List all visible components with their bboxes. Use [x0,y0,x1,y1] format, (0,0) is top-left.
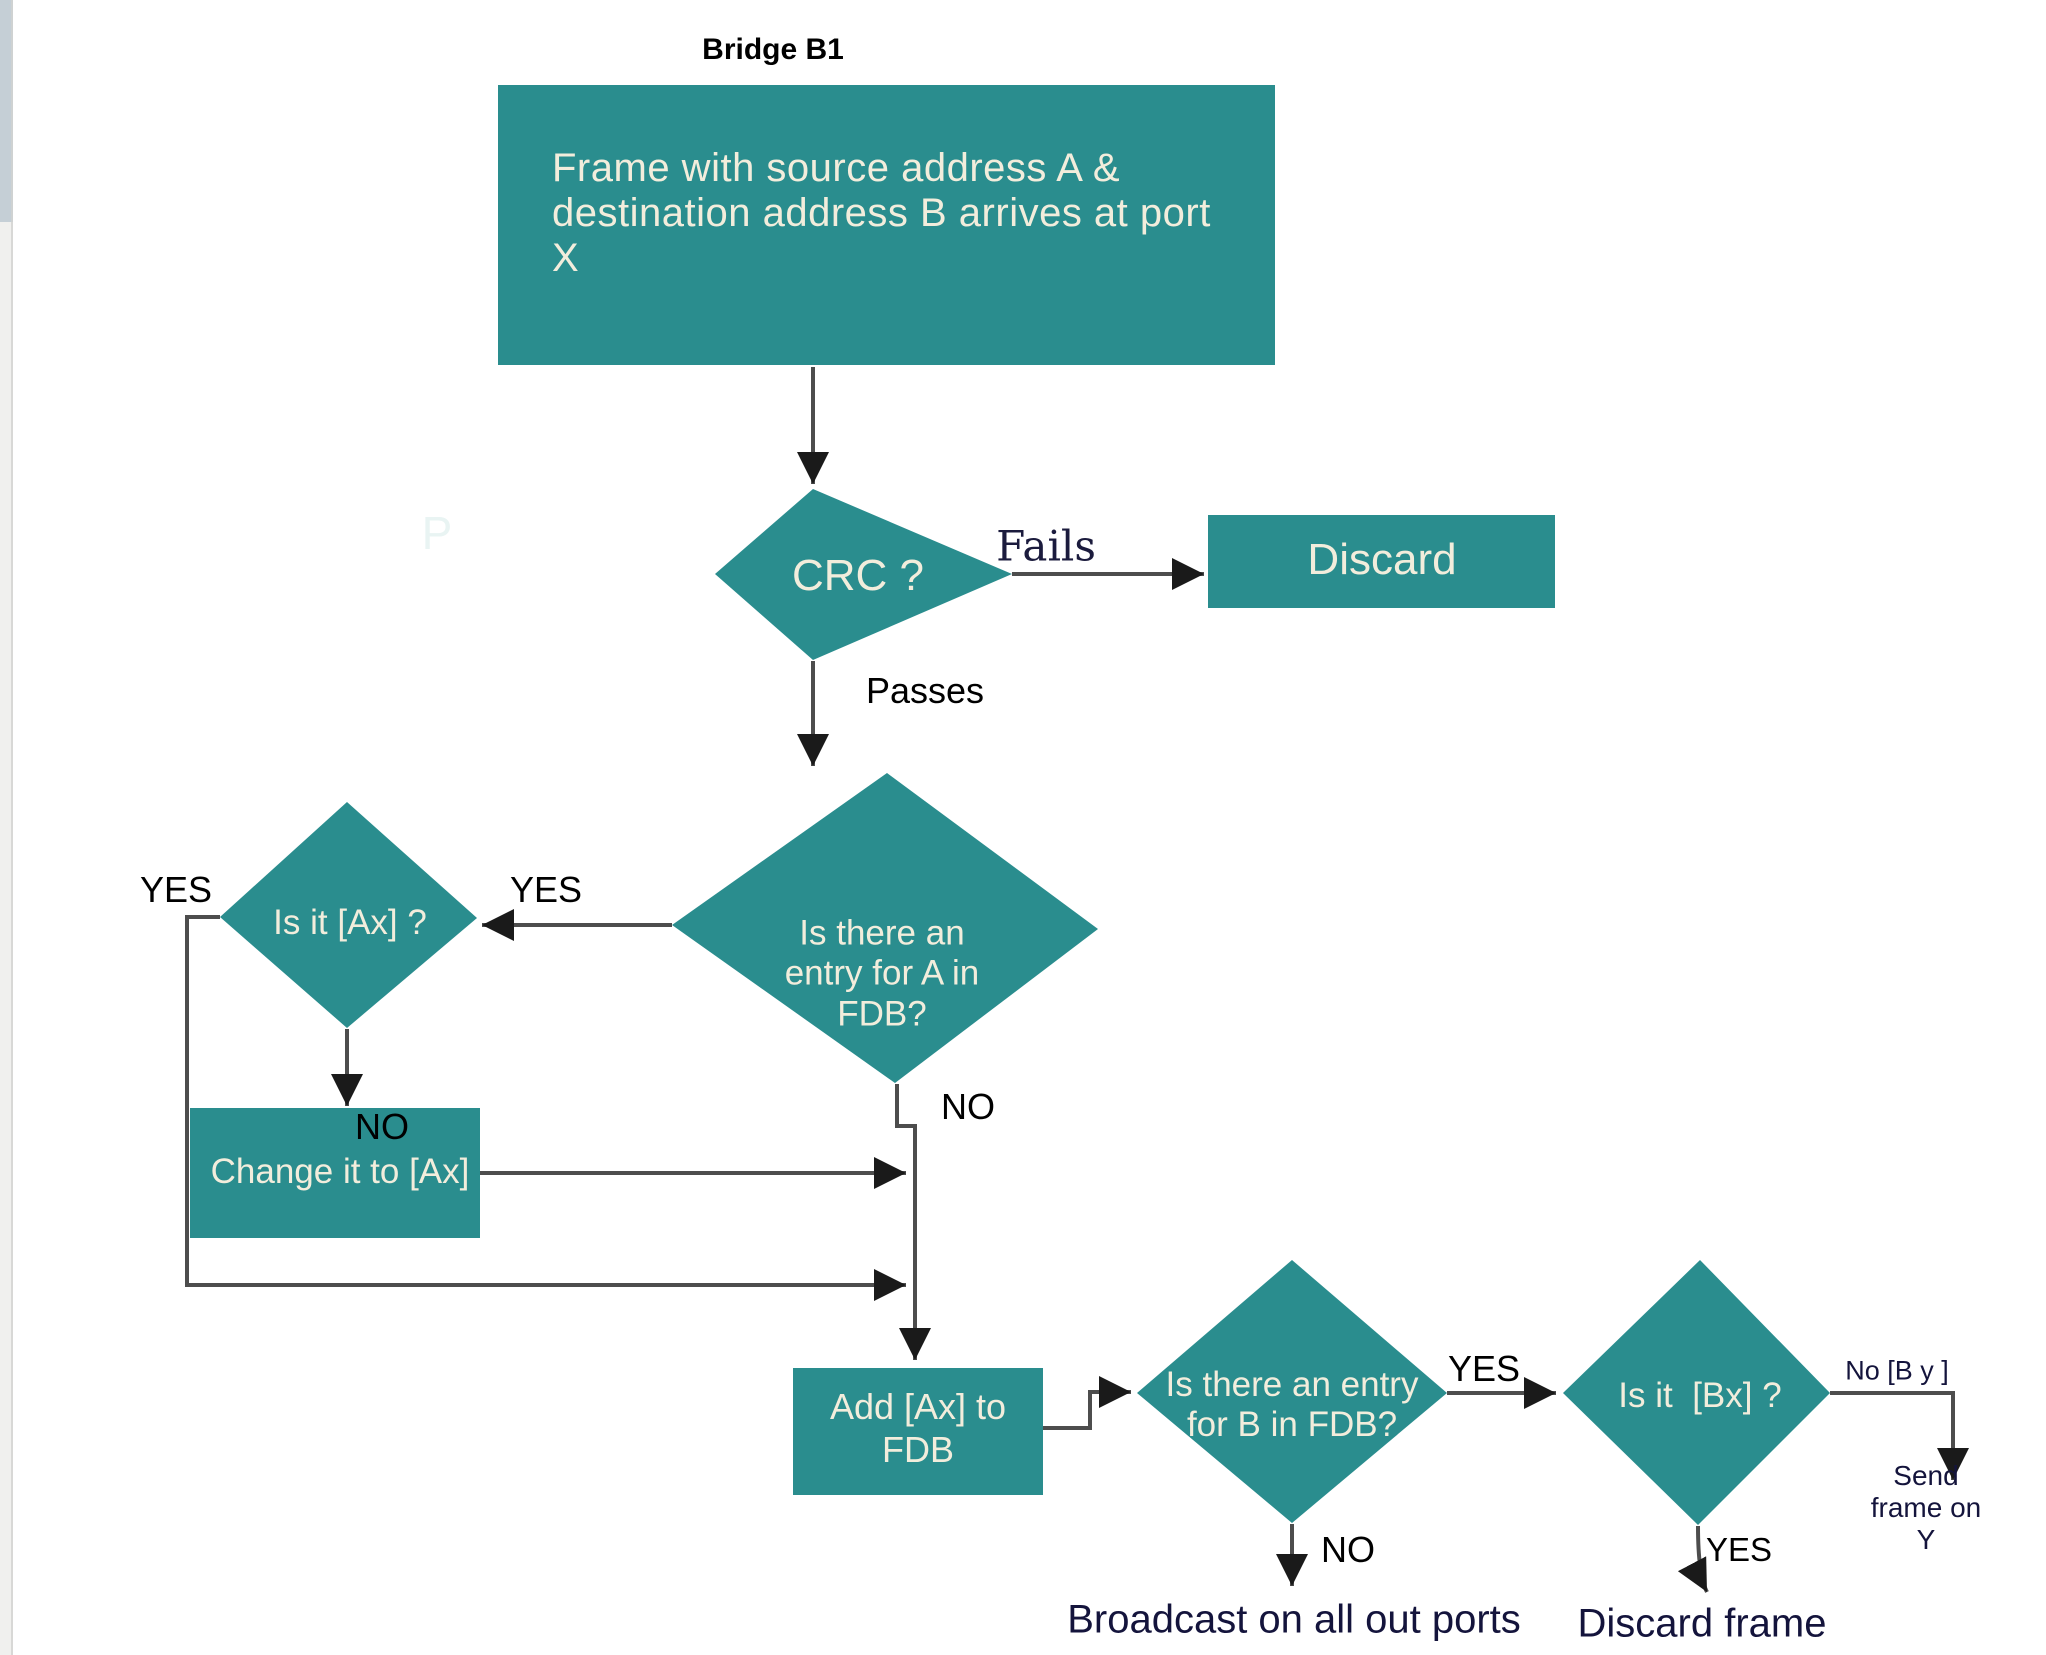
arrow-add-to-entry-b [1043,1376,1131,1430]
crc-diamond-label: CRC ? [791,551,925,600]
start-box-label: Frame with source address A & destinatio… [552,146,1211,280]
terminal-send-frame-on-y: Send frame on Y [1870,1460,1989,1555]
edge-label-yes-loop: YES [139,869,213,910]
crc-diamond-shape [715,489,1012,660]
edge-label-yes-entry-a: YES [509,869,583,910]
arrow-is-bx-yes-to-discard-frame [1677,1525,1709,1593]
is-ax-diamond-shape [220,802,477,1028]
discard-box-label: Discard [1307,535,1457,584]
entry-a-diamond-shape [672,773,1098,1083]
diagram-title: Bridge B1 [702,33,844,66]
edge-label-no-by: No [B y ] [1845,1355,1949,1386]
faint-watermark: P [421,507,453,559]
edge-label-yes-entry-b: YES [1447,1348,1521,1389]
edge-label-no-entry-a: NO [941,1086,995,1127]
terminal-discard-frame: Discard frame [1577,1601,1827,1646]
add-ax-box-label: Add [Ax] to FDB [829,1385,1007,1470]
edge-label-fails: Fails [996,521,1096,571]
is-bx-diamond-shape [1563,1260,1830,1525]
window-edge-strip-bottom [0,222,13,1655]
entry-b-diamond-label: Is there an entry for B in FDB? [1165,1364,1419,1444]
start-box-shape [498,85,1275,365]
arrow-entry-a-no-to-add [895,1084,931,1360]
edge-label-no-entry-b: NO [1321,1529,1375,1570]
change-ax-box-label: Change it to [Ax] [210,1152,470,1191]
is-bx-diamond-label: Is it [Bx] ? [1618,1376,1782,1415]
add-ax-box-shape [793,1368,1043,1495]
arrow-is-ax-yes-loop [185,915,906,1301]
terminal-broadcast: Broadcast on all out ports [1067,1597,1521,1642]
edge-label-no-is-ax: NO [355,1106,409,1147]
edge-label-yes-is-bx: YES [1705,1531,1773,1568]
entry-a-diamond-label: Is there an entry for A in FDB? [784,913,980,1034]
is-ax-diamond-label: Is it [Ax] ? [273,903,427,942]
window-edge-strip-top [0,0,13,222]
discard-box-shape [1208,515,1555,608]
change-ax-box-shape [190,1108,480,1238]
edge-label-passes: Passes [865,670,985,711]
entry-b-diamond-shape [1137,1260,1447,1523]
arrow-is-bx-no-to-send [1830,1391,1969,1480]
